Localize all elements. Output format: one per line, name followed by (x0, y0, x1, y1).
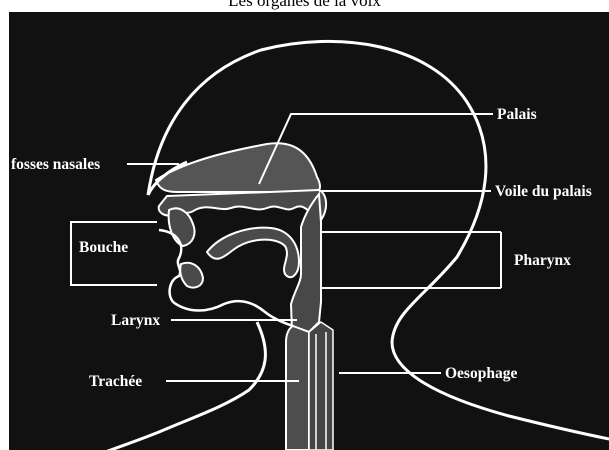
upper-teeth (169, 208, 195, 246)
nasal-cavity (156, 143, 320, 192)
tongue (207, 228, 299, 278)
label-voile-du-palais: Voile du palais (495, 183, 592, 200)
label-palais: Palais (497, 106, 537, 123)
diagram-canvas: Palais fosses nasales Voile du palais Bo… (9, 12, 609, 450)
label-larynx: Larynx (111, 312, 160, 329)
lower-jaw (173, 301, 293, 326)
label-oesophage: Oesophage (445, 365, 517, 382)
label-pharynx: Pharynx (514, 252, 571, 269)
trachea (286, 326, 309, 450)
label-trachee: Trachée (89, 373, 142, 390)
vocal-organs-diagram: Palais fosses nasales Voile du palais Bo… (9, 12, 609, 450)
oesophagus (309, 322, 333, 450)
label-fosses-nasales: fosses nasales (11, 156, 100, 173)
lips (159, 230, 181, 302)
diagram-title: Les organes de la voix (0, 0, 609, 11)
lower-teeth (180, 263, 203, 288)
label-bouche: Bouche (79, 239, 128, 256)
